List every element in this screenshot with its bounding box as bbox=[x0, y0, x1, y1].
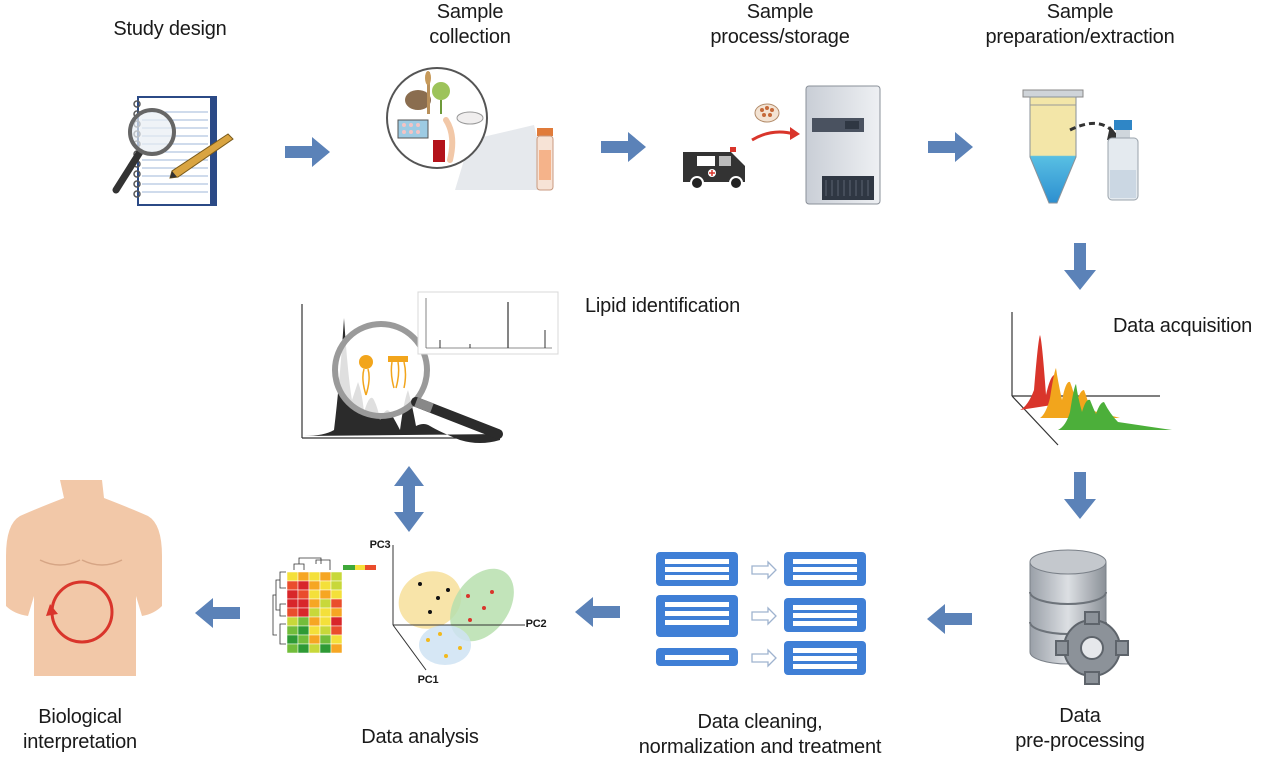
sample-process-label: Sample process/storage bbox=[710, 1, 850, 48]
lipid-identification-label: Lipid identification bbox=[585, 295, 740, 317]
arrow-left-1 bbox=[927, 604, 972, 634]
heatmap-cell bbox=[297, 607, 310, 618]
heatmap-cell bbox=[286, 634, 299, 645]
heatmap-cells bbox=[286, 571, 343, 654]
sample-box-icon bbox=[751, 103, 800, 142]
heatmap-cell bbox=[297, 616, 310, 627]
sample-collection-label: Sample collection bbox=[429, 1, 511, 48]
pca-plot-icon bbox=[392, 545, 525, 671]
heatmap-cell bbox=[308, 589, 321, 600]
heatmap-cell bbox=[286, 607, 299, 618]
flow-arrows bbox=[195, 132, 1096, 634]
pencil-icon bbox=[169, 133, 234, 179]
heatmap-cell bbox=[319, 598, 332, 609]
transfer-arrow bbox=[1069, 122, 1117, 135]
pca-axis-pc1: PC1 bbox=[417, 674, 439, 686]
heatmap-cell bbox=[286, 589, 299, 600]
transform-arrows bbox=[751, 560, 777, 668]
heatmap-cell bbox=[308, 625, 321, 636]
heatmap-cell bbox=[308, 607, 321, 618]
clean-table-2 bbox=[784, 598, 866, 632]
sample-preparation-label: Sample preparation/extraction bbox=[985, 1, 1175, 48]
heatmap-cell bbox=[330, 616, 343, 627]
data-analysis-label: Data analysis bbox=[361, 726, 479, 748]
heatmap-cell bbox=[286, 616, 299, 627]
arrow-right-1 bbox=[285, 137, 330, 167]
heatmap-cell bbox=[297, 634, 310, 645]
arrow-left-2 bbox=[575, 597, 620, 627]
ambulance-icon bbox=[683, 147, 745, 190]
raw-data-tables bbox=[656, 552, 738, 666]
heatmap-cell bbox=[297, 589, 310, 600]
heatmap-cell bbox=[319, 625, 332, 636]
heatmap-cell bbox=[319, 607, 332, 618]
heatmap-cell bbox=[319, 580, 332, 591]
heatmap-cell bbox=[319, 616, 332, 627]
heatmap-cell bbox=[330, 625, 343, 636]
heatmap-icon bbox=[272, 557, 376, 654]
heatmap-cell bbox=[286, 580, 299, 591]
heatmap-cell bbox=[308, 580, 321, 591]
heatmap-cell bbox=[297, 625, 310, 636]
arrow-left-3 bbox=[195, 598, 240, 628]
pca-axis-pc3: PC3 bbox=[369, 539, 391, 551]
vial-icon bbox=[1107, 120, 1139, 201]
heatmap-cell bbox=[330, 580, 343, 591]
human-torso-icon bbox=[6, 480, 162, 676]
heatmap-cell bbox=[330, 643, 343, 654]
heatmap-cell bbox=[286, 598, 299, 609]
data-preprocessing-label: Data pre-processing bbox=[1015, 705, 1145, 752]
centrifuge-tube-icon bbox=[1022, 89, 1084, 204]
arrow-down-2 bbox=[1064, 472, 1096, 519]
heatmap-cell bbox=[308, 643, 321, 654]
heatmap-cell bbox=[286, 643, 299, 654]
heatmap-cell bbox=[330, 589, 343, 600]
study-design-label: Study design bbox=[113, 18, 227, 40]
heatmap-cell bbox=[319, 571, 332, 582]
heatmap-cell bbox=[308, 634, 321, 645]
heatmap-cell bbox=[319, 634, 332, 645]
clean-table-1 bbox=[784, 552, 866, 586]
raw-table-2 bbox=[656, 595, 738, 637]
sample-collection-icon bbox=[386, 67, 554, 191]
heatmap-cell bbox=[308, 571, 321, 582]
heatmap-cell bbox=[308, 616, 321, 627]
heatmap-cell bbox=[286, 625, 299, 636]
heatmap-cell bbox=[319, 643, 332, 654]
chromatogram-3d-icon bbox=[1011, 312, 1172, 446]
heatmap-cell bbox=[319, 589, 332, 600]
arrow-bidirectional bbox=[394, 466, 424, 532]
raw-table-3 bbox=[656, 648, 738, 666]
heatmap-cell bbox=[330, 607, 343, 618]
arrow-right-3 bbox=[928, 132, 973, 162]
biological-interpretation-label: Biological interpretation bbox=[23, 706, 137, 753]
freezer-icon bbox=[805, 85, 881, 205]
heatmap-cell bbox=[330, 634, 343, 645]
heatmap-cell bbox=[297, 643, 310, 654]
heatmap-cell bbox=[297, 571, 310, 582]
pca-axis-pc2: PC2 bbox=[525, 618, 547, 630]
mass-spectrum-icon bbox=[417, 291, 559, 355]
heatmap-cell bbox=[330, 571, 343, 582]
arrow-right-2 bbox=[601, 132, 646, 162]
heatmap-cell bbox=[286, 571, 299, 582]
data-cleaning-label: Data cleaning, normalization and treatme… bbox=[638, 711, 882, 758]
heatmap-cell bbox=[297, 580, 310, 591]
clean-table-3 bbox=[784, 641, 866, 675]
heatmap-dendrogram bbox=[272, 557, 331, 645]
magnifier-icon bbox=[112, 108, 176, 194]
lipid-id-chromatogram-icon bbox=[301, 304, 503, 443]
data-acquisition-label: Data acquisition bbox=[1112, 315, 1253, 337]
heatmap-cell bbox=[297, 598, 310, 609]
gear-icon bbox=[1055, 611, 1129, 685]
heatmap-cell bbox=[308, 598, 321, 609]
heatmap-cell bbox=[330, 598, 343, 609]
raw-table-1 bbox=[656, 552, 738, 586]
clean-data-tables bbox=[784, 552, 866, 675]
arrow-down-1 bbox=[1064, 243, 1096, 290]
